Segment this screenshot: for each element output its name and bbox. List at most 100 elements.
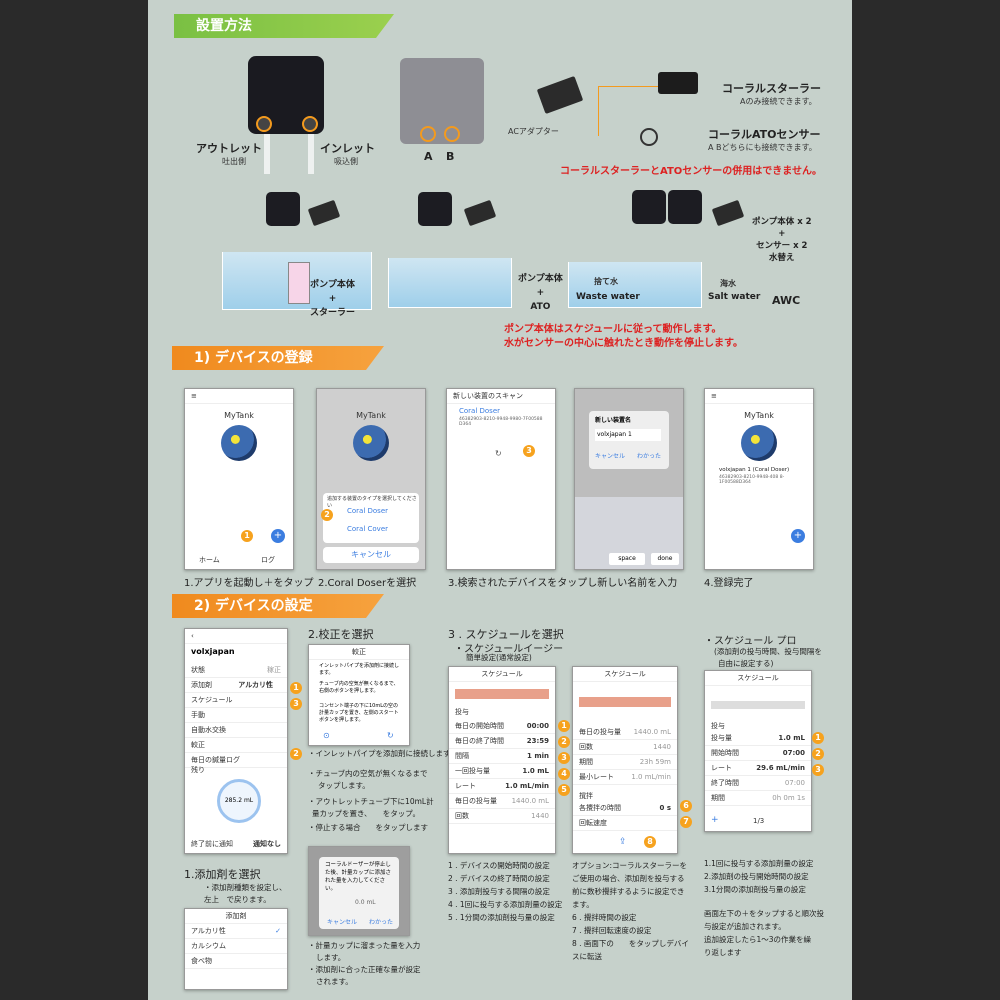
pump-back-image (400, 58, 484, 144)
combo-awc-label: ポンプ本体 x 2 + センサー x 2 水替え (752, 217, 812, 263)
phone-screen-done: ≡ MyTank volxjapan 1 (Coral Doser) 46382… (704, 388, 814, 570)
stir-note: 8 . 画面下の をタップしデバイ (572, 939, 689, 948)
calib-step: コンセント端子の下に10mLの空の計量カップを置き、左側のスタートボタンを押しま… (319, 703, 399, 723)
row-label: 回数 (455, 812, 469, 820)
additive-item[interactable]: カルシウム (185, 939, 287, 954)
option-coral-cover[interactable]: Coral Cover (347, 525, 389, 533)
measure-input[interactable]: 0.0 mL (355, 899, 376, 906)
pro-note: 3.1分間の添加剤投与量の設定 (704, 885, 806, 894)
nav-log[interactable]: ログ (261, 556, 275, 564)
notify-value[interactable]: 通知なし (253, 840, 281, 848)
refresh-icon[interactable]: ↻ (387, 731, 394, 740)
waste-jp-label: 捨て水 (594, 277, 618, 286)
phone-topbar: ≡ (185, 389, 293, 404)
measure-note: ・添加剤に合った正確な量が設定 (308, 965, 421, 974)
additive-item[interactable]: アルカリ性✓ (185, 924, 287, 939)
space-key[interactable]: space (609, 553, 645, 565)
section-header-install: 設置方法 (174, 14, 394, 38)
menu-item-calibration[interactable]: 較正 (185, 738, 287, 753)
start-icon[interactable]: ⊙ (323, 731, 330, 740)
pro-note: 2.添加剤の投与開始時間の設定 (704, 872, 809, 881)
stirrer-cup-image (288, 262, 310, 304)
menu-item-status[interactable]: 状態稼正 (185, 663, 287, 678)
calib-note: 量カップを置き、 をタップ。 (312, 809, 420, 818)
menu-item-water-change[interactable]: 自動水交換 (185, 723, 287, 738)
rename-ok-button[interactable]: わかった (637, 453, 662, 460)
add-device-button[interactable]: + (271, 529, 285, 543)
inlet-label: インレット (320, 142, 375, 155)
register-caption-2: 2.Coral Doserを選択 (318, 578, 417, 589)
ato-sub: A Bどちらにも接続できます。 (708, 143, 817, 152)
rename-cancel-button[interactable]: キャンセル (595, 453, 626, 460)
phone-topbar: ≡ (705, 389, 813, 404)
step-badge: 1 (241, 530, 253, 542)
schedule-title: スケジュール (481, 670, 523, 678)
row-label: 各攪拌の時間 (579, 804, 621, 812)
menu-item-label: 自動水交換 (191, 726, 226, 734)
schedule-row: 回数 1440 (449, 809, 555, 824)
row-label: 毎日の投与量 (455, 797, 497, 805)
measure-cancel-button[interactable]: キャンセル (327, 919, 358, 926)
row-label: 投与量 (711, 734, 732, 742)
phone-screen-rename: 新しい装置名 volxjapan 1 キャンセル わかった space done (574, 388, 684, 570)
additive-item-label: アルカリ性 (191, 927, 226, 935)
section-header-register: 1) デバイスの登録 (172, 346, 384, 370)
add-dose-button[interactable]: + (711, 815, 719, 825)
stir-section-label: 撹拌 (579, 792, 593, 800)
registered-device-name[interactable]: volxjapan 1 (Coral Doser) (719, 467, 790, 473)
stirrer-image (658, 72, 698, 94)
schedule-title: スケジュール (737, 674, 779, 682)
menu-item-value: 稼正 (267, 666, 281, 674)
inlet-tube (308, 134, 314, 174)
cancel-button[interactable]: キャンセル (323, 547, 419, 563)
inlet-port-icon (302, 116, 318, 132)
additive-item[interactable]: 食べ物 (185, 954, 287, 969)
refresh-icon[interactable]: ↻ (495, 449, 502, 458)
measure-note: ・計量カップに溜まった量を入力 (308, 941, 421, 950)
menu-item-schedule[interactable]: スケジュール (185, 693, 287, 708)
menu-item-label: 添加剤 (191, 681, 212, 689)
inlet-sub-label: 吸込側 (334, 157, 358, 166)
port-a-label: A (424, 150, 433, 163)
transfer-icon[interactable]: ⇪ (619, 837, 627, 847)
salt-en-label: Salt water (708, 292, 761, 302)
add-device-button[interactable]: + (791, 529, 805, 543)
register-caption-4: 4.登録完了 (704, 578, 754, 589)
schedule-easy-caption: ・スケジュールイージー (454, 644, 564, 655)
option-coral-doser[interactable]: Coral Doser (347, 507, 389, 515)
row-value: 23:59 (526, 737, 549, 745)
schedule-row[interactable]: 毎日の終了時間 23:59 (449, 734, 555, 749)
rename-input[interactable]: volxjapan 1 (595, 429, 661, 441)
nav-home[interactable]: ホーム (199, 556, 220, 564)
scanned-device-name[interactable]: Coral Doser (459, 407, 501, 415)
done-key[interactable]: done (651, 553, 679, 565)
menu-item-manual[interactable]: 手動 (185, 708, 287, 723)
stir-note: 6 . 攪拌時間の設定 (572, 913, 637, 922)
row-label: 毎日の終了時間 (455, 737, 504, 745)
install-note-1: ポンプ本体はスケジュールに従って動作します。 (504, 324, 722, 335)
step-badge: 3 (290, 698, 302, 710)
ac-adapter-image (536, 75, 584, 115)
notify-label: 終了前に通知 (191, 840, 233, 848)
row-label: レート (455, 782, 476, 790)
measure-ok-button[interactable]: わかった (369, 919, 394, 926)
calib-step: インレットパイプを添加剤に接続します。 (319, 663, 400, 676)
row-value: 1440 (531, 812, 549, 820)
menu-item-additive[interactable]: 添加剤アルカリ性 (185, 678, 287, 693)
calib-note: ・チューブ内の空気が無くなるまで (308, 769, 428, 778)
measure-note: されます。 (316, 977, 353, 986)
row-label: 一回投与量 (455, 767, 490, 775)
stir-speed-row[interactable]: 回転速度 (573, 816, 677, 831)
menu-item-daily-log[interactable]: 毎日の鍼量ログ (185, 753, 287, 768)
